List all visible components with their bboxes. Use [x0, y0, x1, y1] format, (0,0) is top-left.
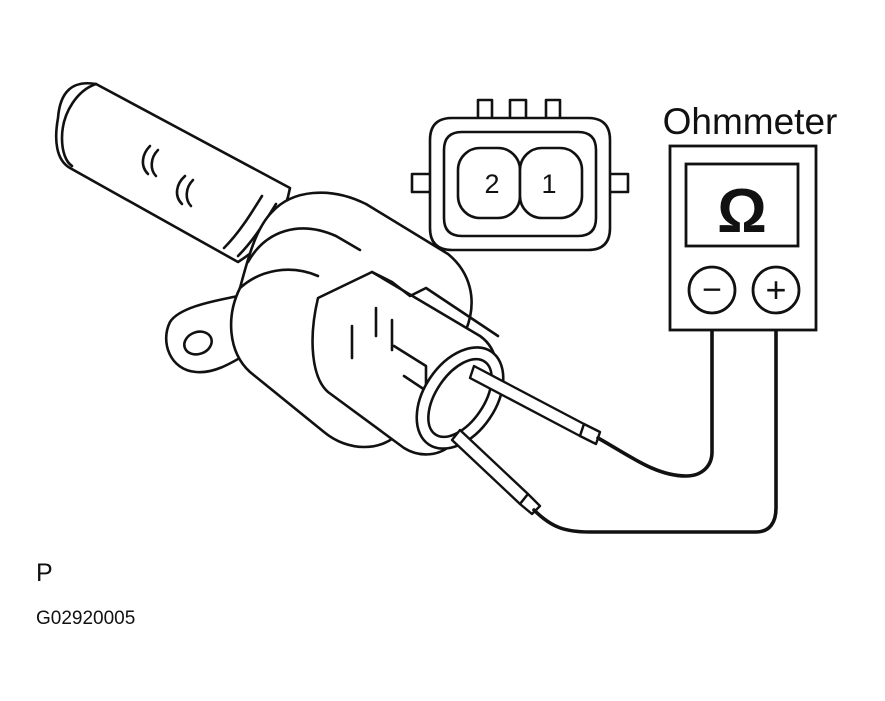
figure-code: G02920005	[36, 608, 135, 629]
connector-front-view	[410, 98, 630, 252]
body-rib-1	[222, 194, 264, 250]
connector-pin-1-label: 1	[541, 169, 556, 199]
probe-upper-tip	[578, 422, 602, 446]
bracket-hole	[183, 330, 213, 356]
probe-lower	[450, 428, 530, 506]
connector-top-edge	[370, 270, 500, 338]
solenoid-valve	[54, 81, 505, 456]
connector-ear-left	[410, 172, 432, 194]
ohm-symbol: Ω	[717, 177, 767, 246]
body-groove-1	[141, 144, 160, 178]
connector-tab-middle	[508, 98, 528, 118]
connector-ear-right	[608, 172, 630, 194]
test-probes	[450, 364, 602, 516]
lead-negative	[596, 328, 714, 478]
connector-rib-a	[350, 306, 394, 360]
solenoid-end-face	[60, 82, 98, 168]
pin-cavity-1	[518, 146, 584, 220]
terminal-negative	[687, 265, 737, 315]
body-groove-2	[175, 174, 195, 208]
view-letter: P	[36, 559, 53, 587]
collar-edge	[246, 227, 362, 264]
terminal-positive	[751, 265, 801, 315]
ohmmeter-title: Ohmmeter	[663, 101, 838, 142]
terminal-positive-label: +	[765, 269, 786, 310]
lead-positive	[532, 328, 778, 534]
connector-tab-right	[544, 98, 562, 118]
collar-edge-2	[238, 268, 320, 290]
connector-pin-2-label: 2	[484, 169, 499, 199]
terminal-negative-label: −	[702, 271, 722, 309]
connector-tab-left	[476, 98, 494, 118]
test-leads	[532, 328, 778, 534]
ohmmeter-display	[684, 162, 800, 248]
ohmmeter	[668, 144, 818, 332]
